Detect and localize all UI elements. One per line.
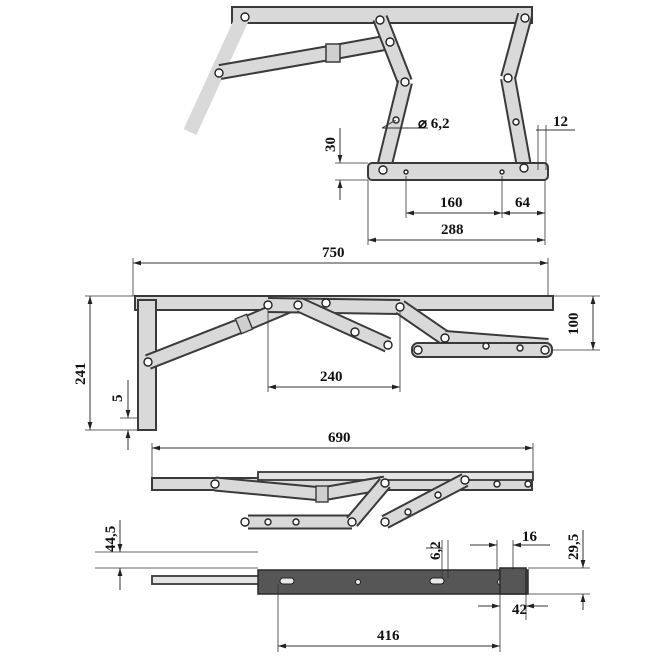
pin <box>400 77 410 87</box>
bottom-end-block <box>499 567 527 595</box>
pin <box>293 300 303 310</box>
dim-bottom-height-right: 29,5 <box>566 534 582 560</box>
slot <box>429 577 445 585</box>
pin <box>493 480 501 488</box>
closed-sleeve <box>315 485 329 503</box>
pin <box>440 333 450 343</box>
pin <box>143 357 153 367</box>
dim-top-span-a: 160 <box>440 195 463 211</box>
dim-bottom-offset: 42 <box>512 602 527 618</box>
pin <box>413 345 423 355</box>
pin <box>403 169 409 175</box>
side-base <box>411 342 553 358</box>
pin <box>520 13 530 23</box>
closed-position-view: 690 <box>151 430 534 530</box>
base-plate <box>367 162 549 181</box>
dim-hole-diameter: ⌀ 6,2 <box>418 116 450 132</box>
dim-bottom-height: 44,5 <box>103 526 119 552</box>
side-arm-left <box>145 318 248 368</box>
side-sleeve <box>234 313 254 335</box>
dim-top-span-total: 288 <box>441 222 464 238</box>
pin <box>519 163 529 173</box>
pin <box>503 73 513 83</box>
bottom-view: 44,5 6,2 16 29,5 42 416 <box>95 520 590 652</box>
closed-arm <box>214 478 323 500</box>
dim-top-span-b: 64 <box>515 195 531 211</box>
pin <box>395 302 405 312</box>
dim-top-height: 30 <box>323 137 339 152</box>
pin <box>264 518 272 526</box>
pin <box>240 517 250 527</box>
pin <box>516 344 524 352</box>
link-arm-left <box>218 46 337 78</box>
bottom-plate <box>257 569 529 595</box>
pin <box>383 340 393 350</box>
pin <box>240 12 250 22</box>
pin <box>380 478 390 488</box>
side-top-link <box>267 299 401 313</box>
open-position-view: 30 ⌀ 6,2 12 160 64 288 <box>183 6 575 245</box>
side-view: 750 100 241 5 240 <box>73 245 600 450</box>
pin <box>321 298 331 308</box>
pin <box>375 15 385 25</box>
pin <box>499 169 505 175</box>
pin <box>482 342 490 350</box>
pin <box>210 479 220 489</box>
dim-side-height-left: 241 <box>73 363 89 386</box>
pin <box>380 517 390 527</box>
dim-bottom-hole: 6,2 <box>428 541 444 560</box>
dim-side-width: 750 <box>322 245 345 261</box>
slot <box>279 577 295 585</box>
closed-rail-top <box>257 471 534 481</box>
dim-side-arm: 240 <box>320 369 343 385</box>
pin <box>524 480 532 488</box>
pin <box>263 300 273 310</box>
pin <box>350 327 360 337</box>
dim-top-offset: 12 <box>553 114 568 130</box>
pin <box>434 491 442 499</box>
pin <box>214 68 224 78</box>
pin <box>347 517 357 527</box>
pin <box>378 165 388 175</box>
coupling-sleeve <box>325 43 341 63</box>
pin <box>385 37 395 47</box>
dim-side-height-right: 100 <box>566 313 582 336</box>
pin <box>540 345 550 355</box>
bottom-slide <box>151 575 263 585</box>
dim-bottom-length: 416 <box>377 628 400 644</box>
pin <box>512 118 520 126</box>
dim-bottom-gap: 16 <box>522 529 538 545</box>
side-cross-link <box>297 299 391 351</box>
closed-right-link <box>382 475 468 527</box>
link-arm-right <box>333 36 392 58</box>
dim-closed-length: 690 <box>328 430 351 446</box>
pin <box>292 518 300 526</box>
pin <box>460 475 470 485</box>
left-lever <box>377 80 411 174</box>
pin <box>404 508 412 516</box>
dim-side-thickness: 5 <box>110 395 126 403</box>
